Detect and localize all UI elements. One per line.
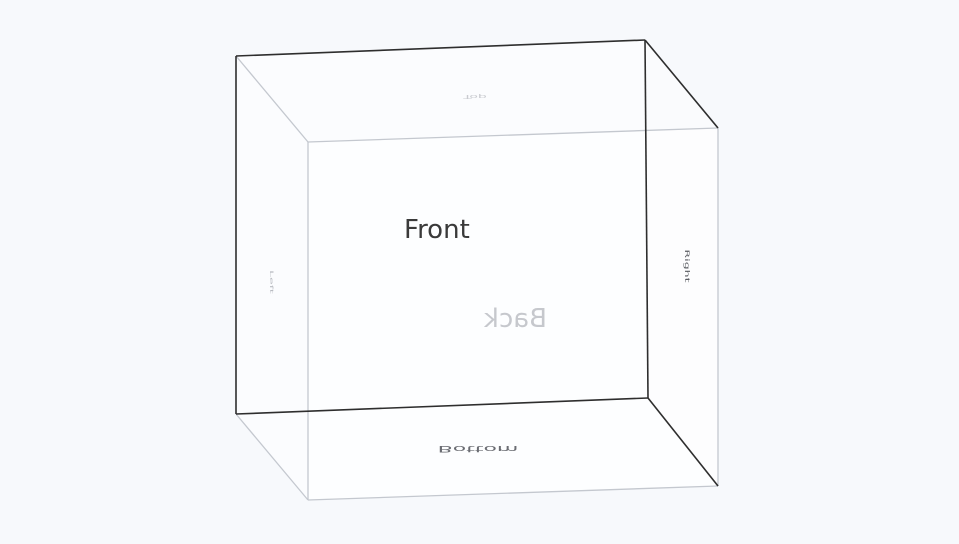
dark-edges: [235, 39, 719, 487]
right-label: Right: [683, 249, 690, 282]
top-label: Top: [462, 94, 487, 100]
bottom-label: Bottom: [438, 444, 519, 455]
back-label: Back: [484, 304, 547, 334]
left-label: Left: [269, 270, 274, 294]
front-label: Front: [404, 215, 470, 245]
